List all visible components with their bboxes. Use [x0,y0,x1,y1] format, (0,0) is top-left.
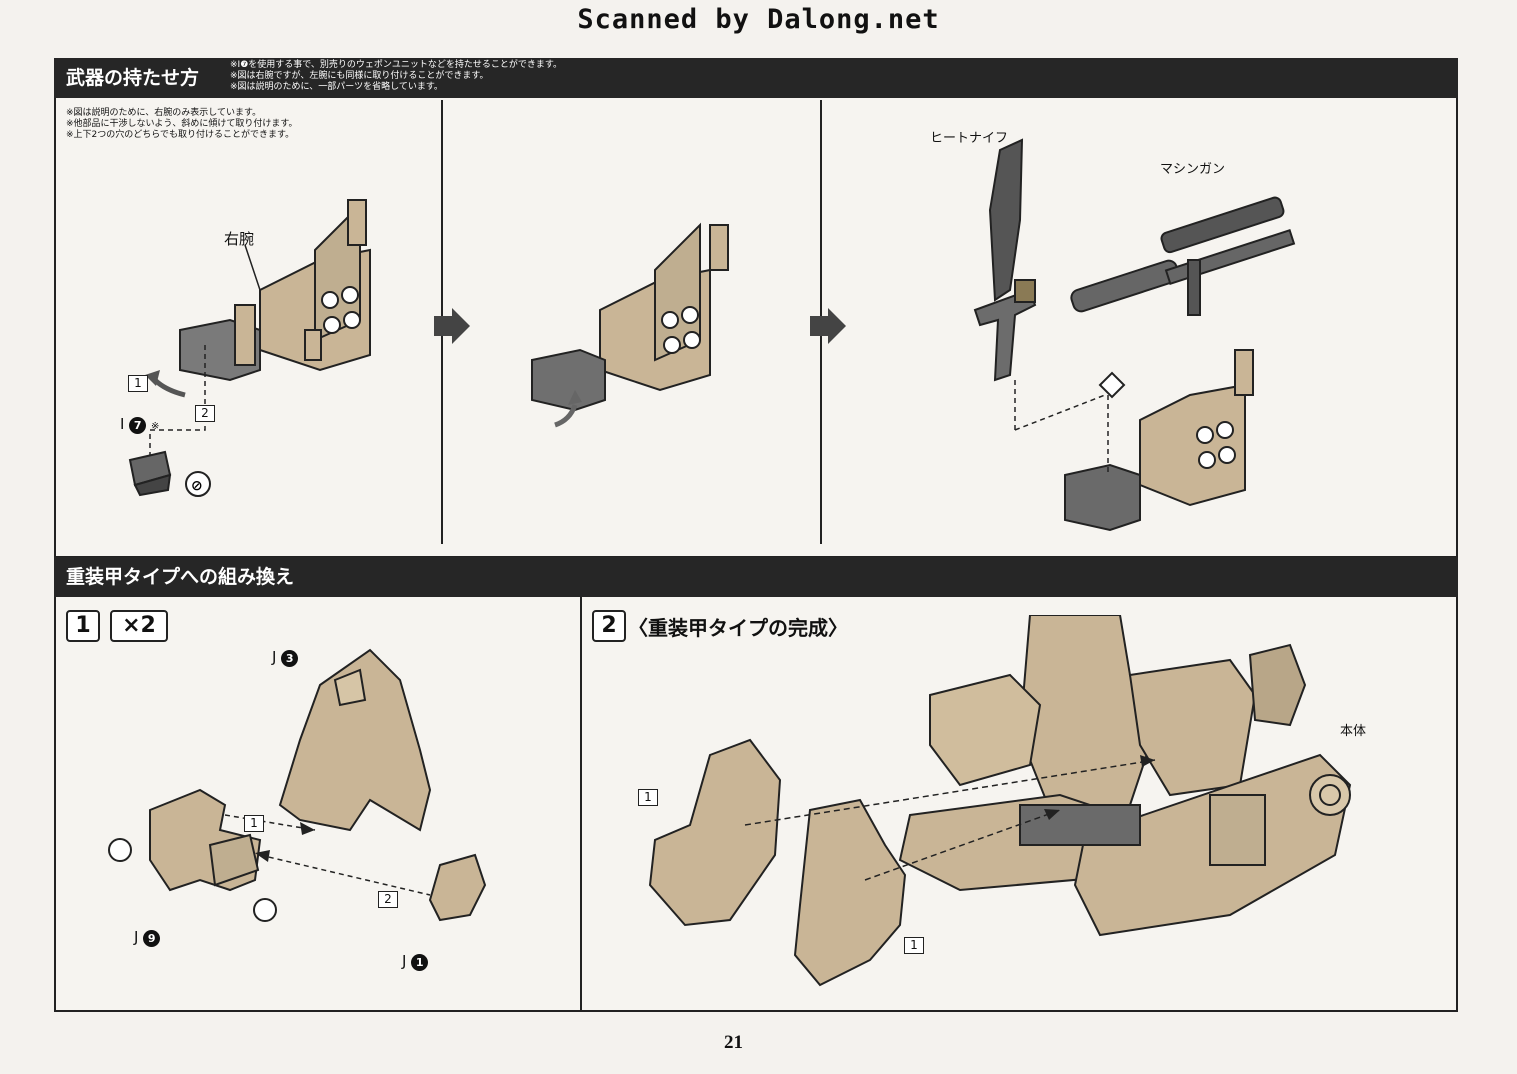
step-number-box: 2 [195,405,215,422]
glue-mark-icon [185,471,211,497]
panel-divider [580,597,582,1012]
step-number-box: 1 [638,789,658,806]
hand-adapter-part [128,450,172,497]
step-number-box: 1 [128,375,148,392]
step1-number: 1 [66,610,100,642]
panel-note: ※上下2つの穴のどちらでも取り付けることができます。 [66,130,295,140]
armor-plate-j9-part [149,788,262,892]
panel1-notes: ※図は説明のために、右腕のみ表示しています。 ※他部品に干渉しないよう、斜めに傾… [66,108,297,141]
step-number-box: 2 [378,891,398,908]
part-number: 3 [281,650,299,667]
weapon-illustration [973,138,1296,532]
part-j3-label: J 3 [272,648,299,667]
part-letter: J [134,928,139,946]
step1-callout: 1 [128,372,148,392]
heavy-armor-complete-illustration [648,615,1352,987]
part-number: 1 [411,954,429,971]
svg-text:⊘: ⊘ [191,478,203,494]
armor-plate-right-part [793,798,907,987]
step-number-box: 1 [244,815,264,832]
armor-plate-j3-part [278,648,432,832]
right-arm-label: 右腕 [224,230,255,248]
arm-attach-illustration: ⊘ [128,199,371,497]
body-label: 本体 [1340,724,1367,739]
header-note: ※図は説明のために、一部パーツを省略しています。 [230,82,443,92]
header-note: ※I❼を使用する事で、別売りのウェポンユニットなどを持たせることができます。 [230,60,563,70]
next-step-arrow-icon [434,308,470,344]
part-number: 7 [129,417,147,434]
part-number: 9 [143,930,161,947]
panel-note: ※他部品に干渉しないよう、斜めに傾けて取り付けます。 [66,119,298,129]
part-letter: J [272,648,277,666]
part-i7-label: I 7 ※ [120,415,159,434]
step2-callout: 2 [195,402,215,422]
arm-with-weapon-part [1064,349,1254,532]
step-number-box: 1 [904,937,924,954]
page-number: 21 [724,1032,743,1053]
arm-tilted-illustration [531,222,729,428]
weapon-section-title: 武器の持たせ方 [66,67,200,89]
armor-section-header: 重装甲タイプへの組み換え [54,557,1458,597]
part-letter: I [120,415,125,433]
armor-section-title: 重装甲タイプへの組み換え [66,566,295,588]
part-letter: J [402,952,407,970]
assembly-step-2-callout: 2 [378,888,398,908]
step2-number: 2 [592,610,626,642]
armor-plate-j1-part [428,853,487,922]
mech-body-part [898,615,1352,937]
glue-mark-icon [108,838,132,862]
machine-gun-part [1070,196,1296,316]
glue-mark-icon [253,898,277,922]
weapon-section-header: 武器の持たせ方 ※I❼を使用する事で、別売りのウェポンユニットなどを持たせること… [54,58,1458,98]
step2-title: 〈重装甲タイプの完成〉 [628,616,848,640]
assembly-step-1-callout: 1 [244,812,264,832]
panel-note: ※図は説明のために、右腕のみ表示しています。 [66,108,262,118]
part-j9-label: J 9 [134,928,161,947]
part-j1-label: J 1 [402,952,429,971]
heat-knife-label: ヒートナイフ [930,131,1009,146]
part-mark: ※ [151,421,160,432]
weapon-header-notes: ※I❼を使用する事で、別売りのウェポンユニットなどを持たせることができます。 ※… [230,60,562,93]
armor-plate-left-part [648,738,782,927]
heat-knife-part [973,138,1037,382]
step1-multiplier: ×2 [110,610,168,642]
header-note: ※図は右腕ですが、左腕にも同様に取り付けることができます。 [230,71,489,81]
scan-credit: Scanned by Dalong.net [577,4,940,35]
plate-callout-1: 1 [638,786,658,806]
right-arm-part [179,199,371,382]
machine-gun-label: マシンガン [1160,162,1226,177]
plate-callout-2: 1 [904,934,924,954]
next-step-arrow-icon [810,308,846,344]
armor-assembly-illustration [108,648,487,922]
